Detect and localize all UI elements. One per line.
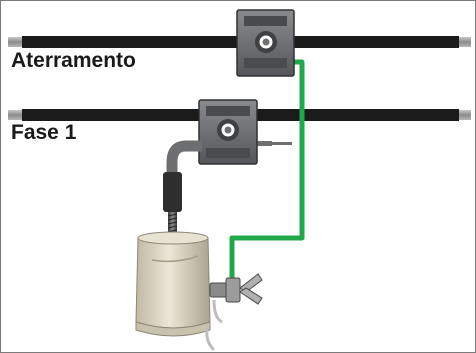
meter-icon — [135, 231, 211, 337]
ground-label: Aterramento — [11, 49, 136, 72]
phase-label: Fase 1 — [11, 121, 77, 144]
meter-stem — [163, 172, 182, 238]
phase-clamp-icon — [198, 99, 258, 165]
ground-wire — [229, 59, 305, 282]
probe-arm — [166, 140, 202, 175]
probe-tip — [252, 141, 292, 146]
ground-clamp-icon — [236, 9, 295, 77]
meter-leads — [205, 299, 223, 352]
wing-nut-icon — [209, 273, 263, 305]
